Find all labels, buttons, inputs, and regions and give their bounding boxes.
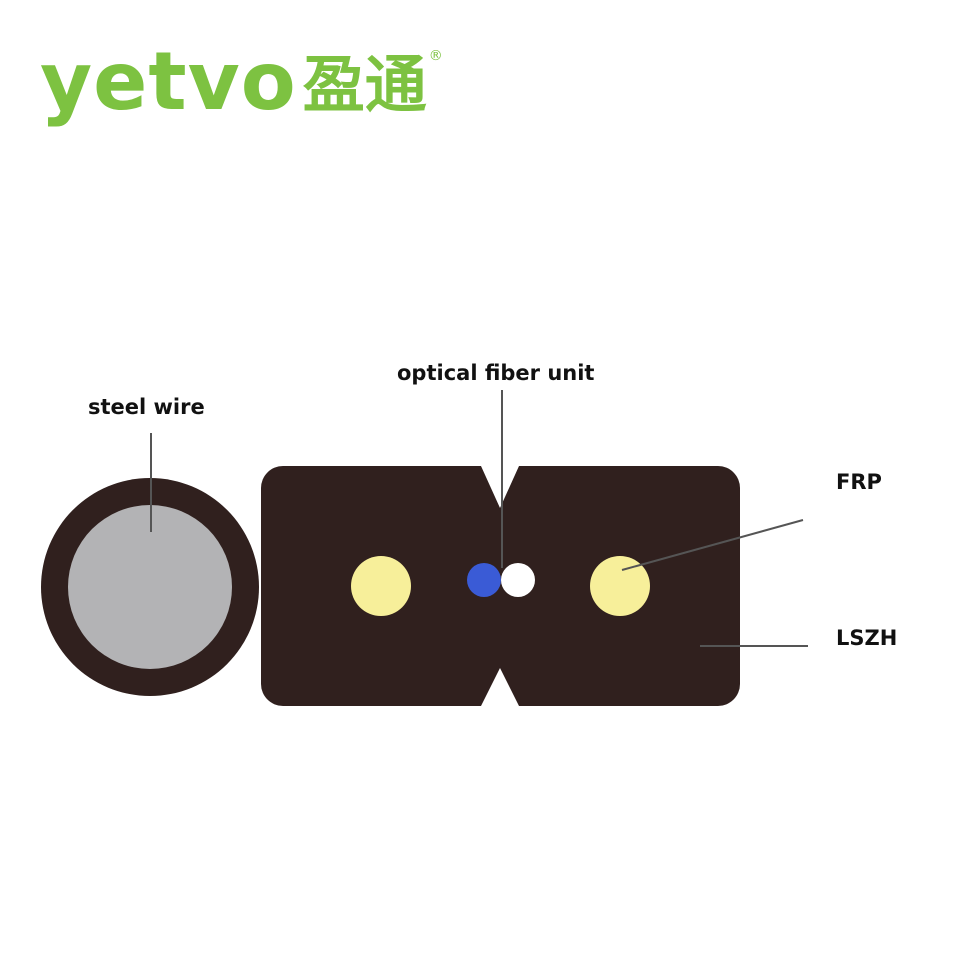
brand-name-latin: yetvo [40, 35, 297, 128]
lszh-label: LSZH [836, 626, 897, 650]
registered-mark: ® [428, 48, 443, 64]
lszh-sheath-body [261, 466, 740, 706]
frp-right [590, 556, 650, 616]
top-tear-notch [481, 466, 519, 508]
frp-leader [621, 519, 804, 571]
fiber-white [501, 563, 535, 597]
optical-fiber-unit-label: optical fiber unit [397, 361, 594, 385]
frp-label: FRP [836, 470, 882, 494]
fiber-blue [467, 563, 501, 597]
frp-left [351, 556, 411, 616]
brand-name-cjk: 盈通 [302, 48, 427, 121]
steel-wire-label: steel wire [88, 395, 205, 419]
brand-logo: yetvo 盈通 ® [40, 42, 443, 142]
steel-wire-core [68, 505, 232, 669]
bottom-tear-notch [481, 668, 519, 706]
